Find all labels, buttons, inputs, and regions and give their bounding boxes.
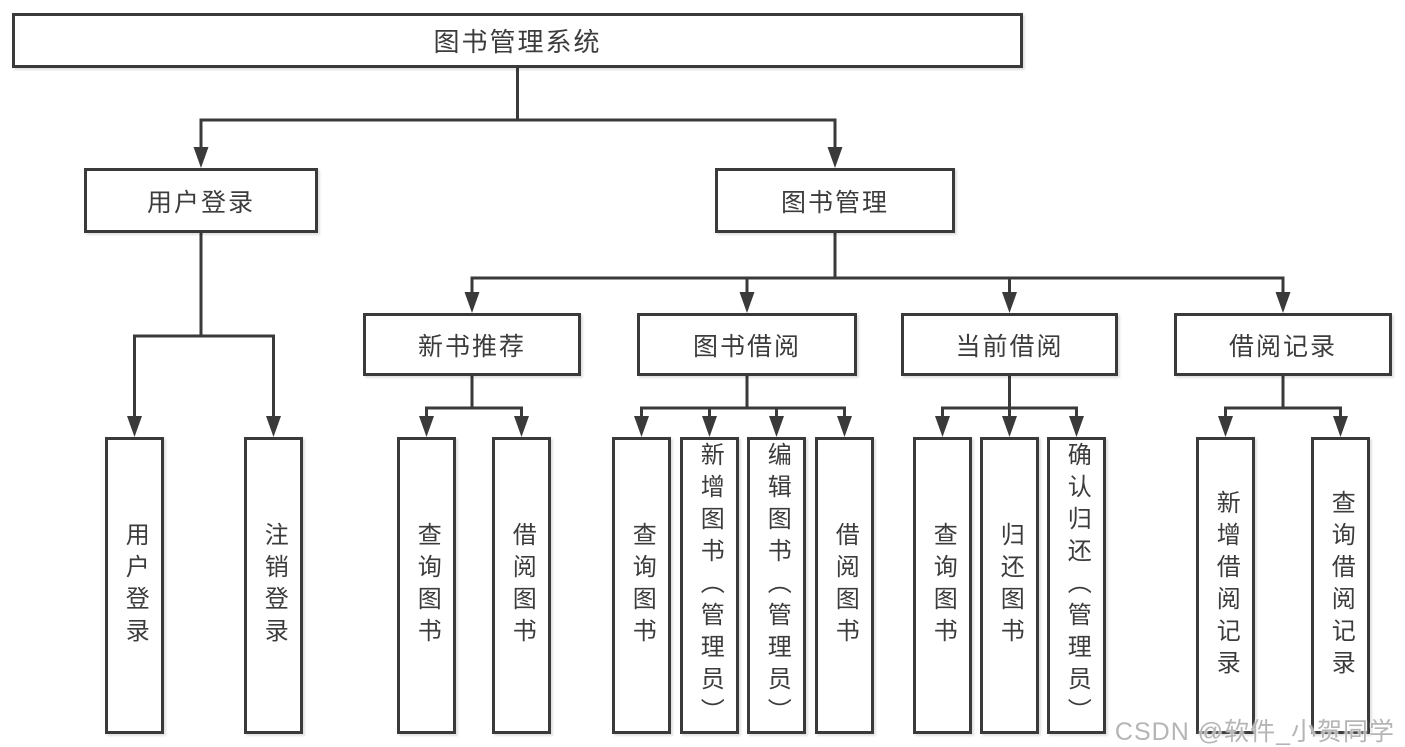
- leaf-confirm-return-admin: 确认归还（管理员）: [1047, 437, 1106, 734]
- leaf-logout: 注销登录: [244, 437, 303, 734]
- leaf-label: 查询图书: [929, 521, 957, 650]
- leaf-label: 编辑图书（管理员）: [763, 441, 791, 730]
- leaf-label: 归还图书: [996, 521, 1024, 650]
- leaf-label: 新增图书（管理员）: [696, 441, 724, 730]
- leaf-add-book-admin: 新增图书（管理员）: [680, 437, 739, 734]
- leaf-label: 借阅图书: [508, 521, 536, 650]
- leaf-label: 确认归还（管理员）: [1063, 441, 1091, 730]
- leaf-borrow-books: 借阅图书: [815, 437, 874, 734]
- leaf-label: 新增借阅记录: [1212, 489, 1240, 682]
- node-user-login: 用户登录: [84, 168, 318, 233]
- leaf-label: 查询图书: [628, 521, 656, 650]
- node-book-borrow: 图书借阅: [637, 313, 857, 376]
- leaf-query-books-borrow: 查询图书: [612, 437, 671, 734]
- node-root: 图书管理系统: [12, 13, 1023, 68]
- leaf-return-book: 归还图书: [980, 437, 1039, 734]
- leaf-label: 借阅图书: [831, 521, 859, 650]
- watermark: CSDN @软件_小贺同学: [1114, 718, 1395, 746]
- leaf-query-borrow-record: 查询借阅记录: [1311, 437, 1370, 734]
- node-current-borrow: 当前借阅: [901, 313, 1118, 376]
- leaf-label: 用户登录: [121, 521, 149, 650]
- leaf-label: 查询图书: [413, 521, 441, 650]
- leaf-query-books-recommend: 查询图书: [397, 437, 456, 734]
- leaf-query-books-current: 查询图书: [913, 437, 972, 734]
- leaf-label: 注销登录: [260, 521, 288, 650]
- leaf-label: 查询借阅记录: [1327, 489, 1355, 682]
- node-new-book-recommend: 新书推荐: [363, 313, 581, 376]
- leaf-user-login: 用户登录: [105, 437, 164, 734]
- leaf-add-borrow-record: 新增借阅记录: [1196, 437, 1255, 734]
- leaf-borrow-books-recommend: 借阅图书: [492, 437, 551, 734]
- node-borrow-records: 借阅记录: [1174, 313, 1392, 376]
- node-book-management: 图书管理: [715, 168, 955, 233]
- leaf-edit-book-admin: 编辑图书（管理员）: [747, 437, 806, 734]
